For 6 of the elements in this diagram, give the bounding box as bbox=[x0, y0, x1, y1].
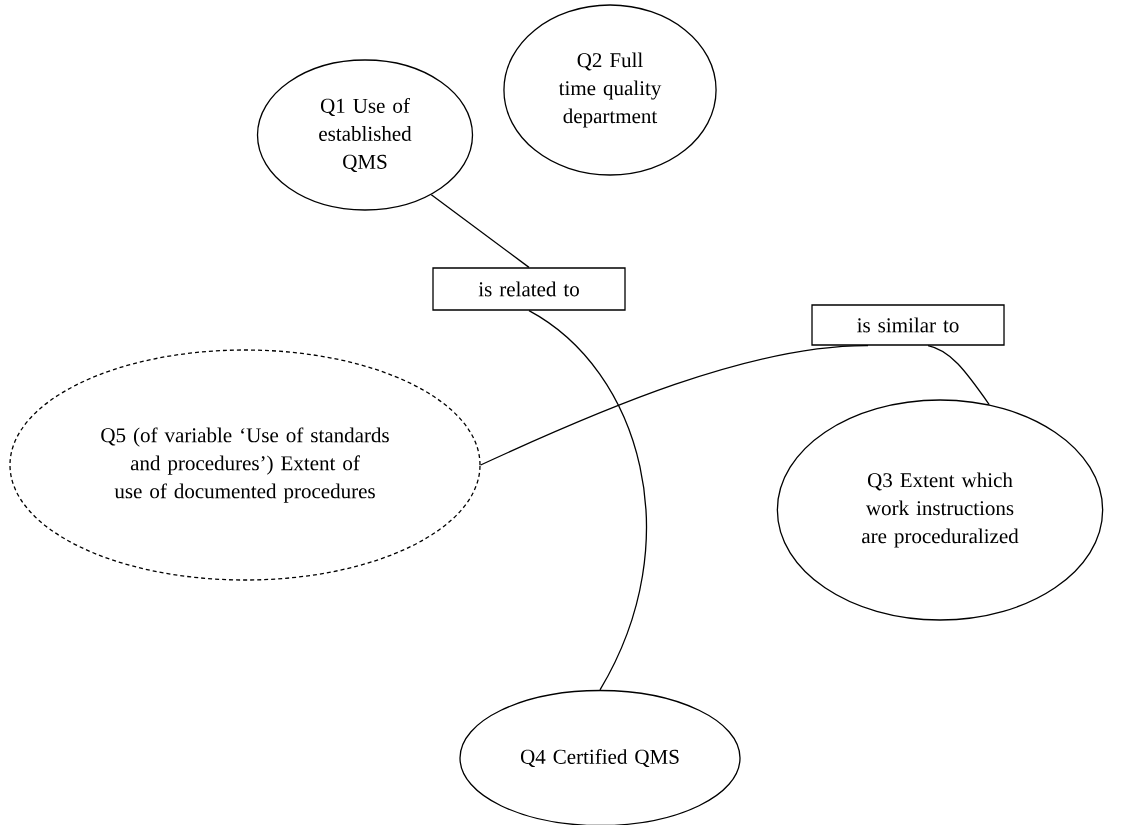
connector-line bbox=[430, 194, 530, 268]
connector-line bbox=[480, 345, 869, 466]
connector-line bbox=[528, 310, 647, 691]
relation-label-box: is similar to bbox=[811, 304, 1005, 346]
connector-line bbox=[927, 345, 990, 406]
relation-label-box: is related to bbox=[432, 267, 626, 311]
